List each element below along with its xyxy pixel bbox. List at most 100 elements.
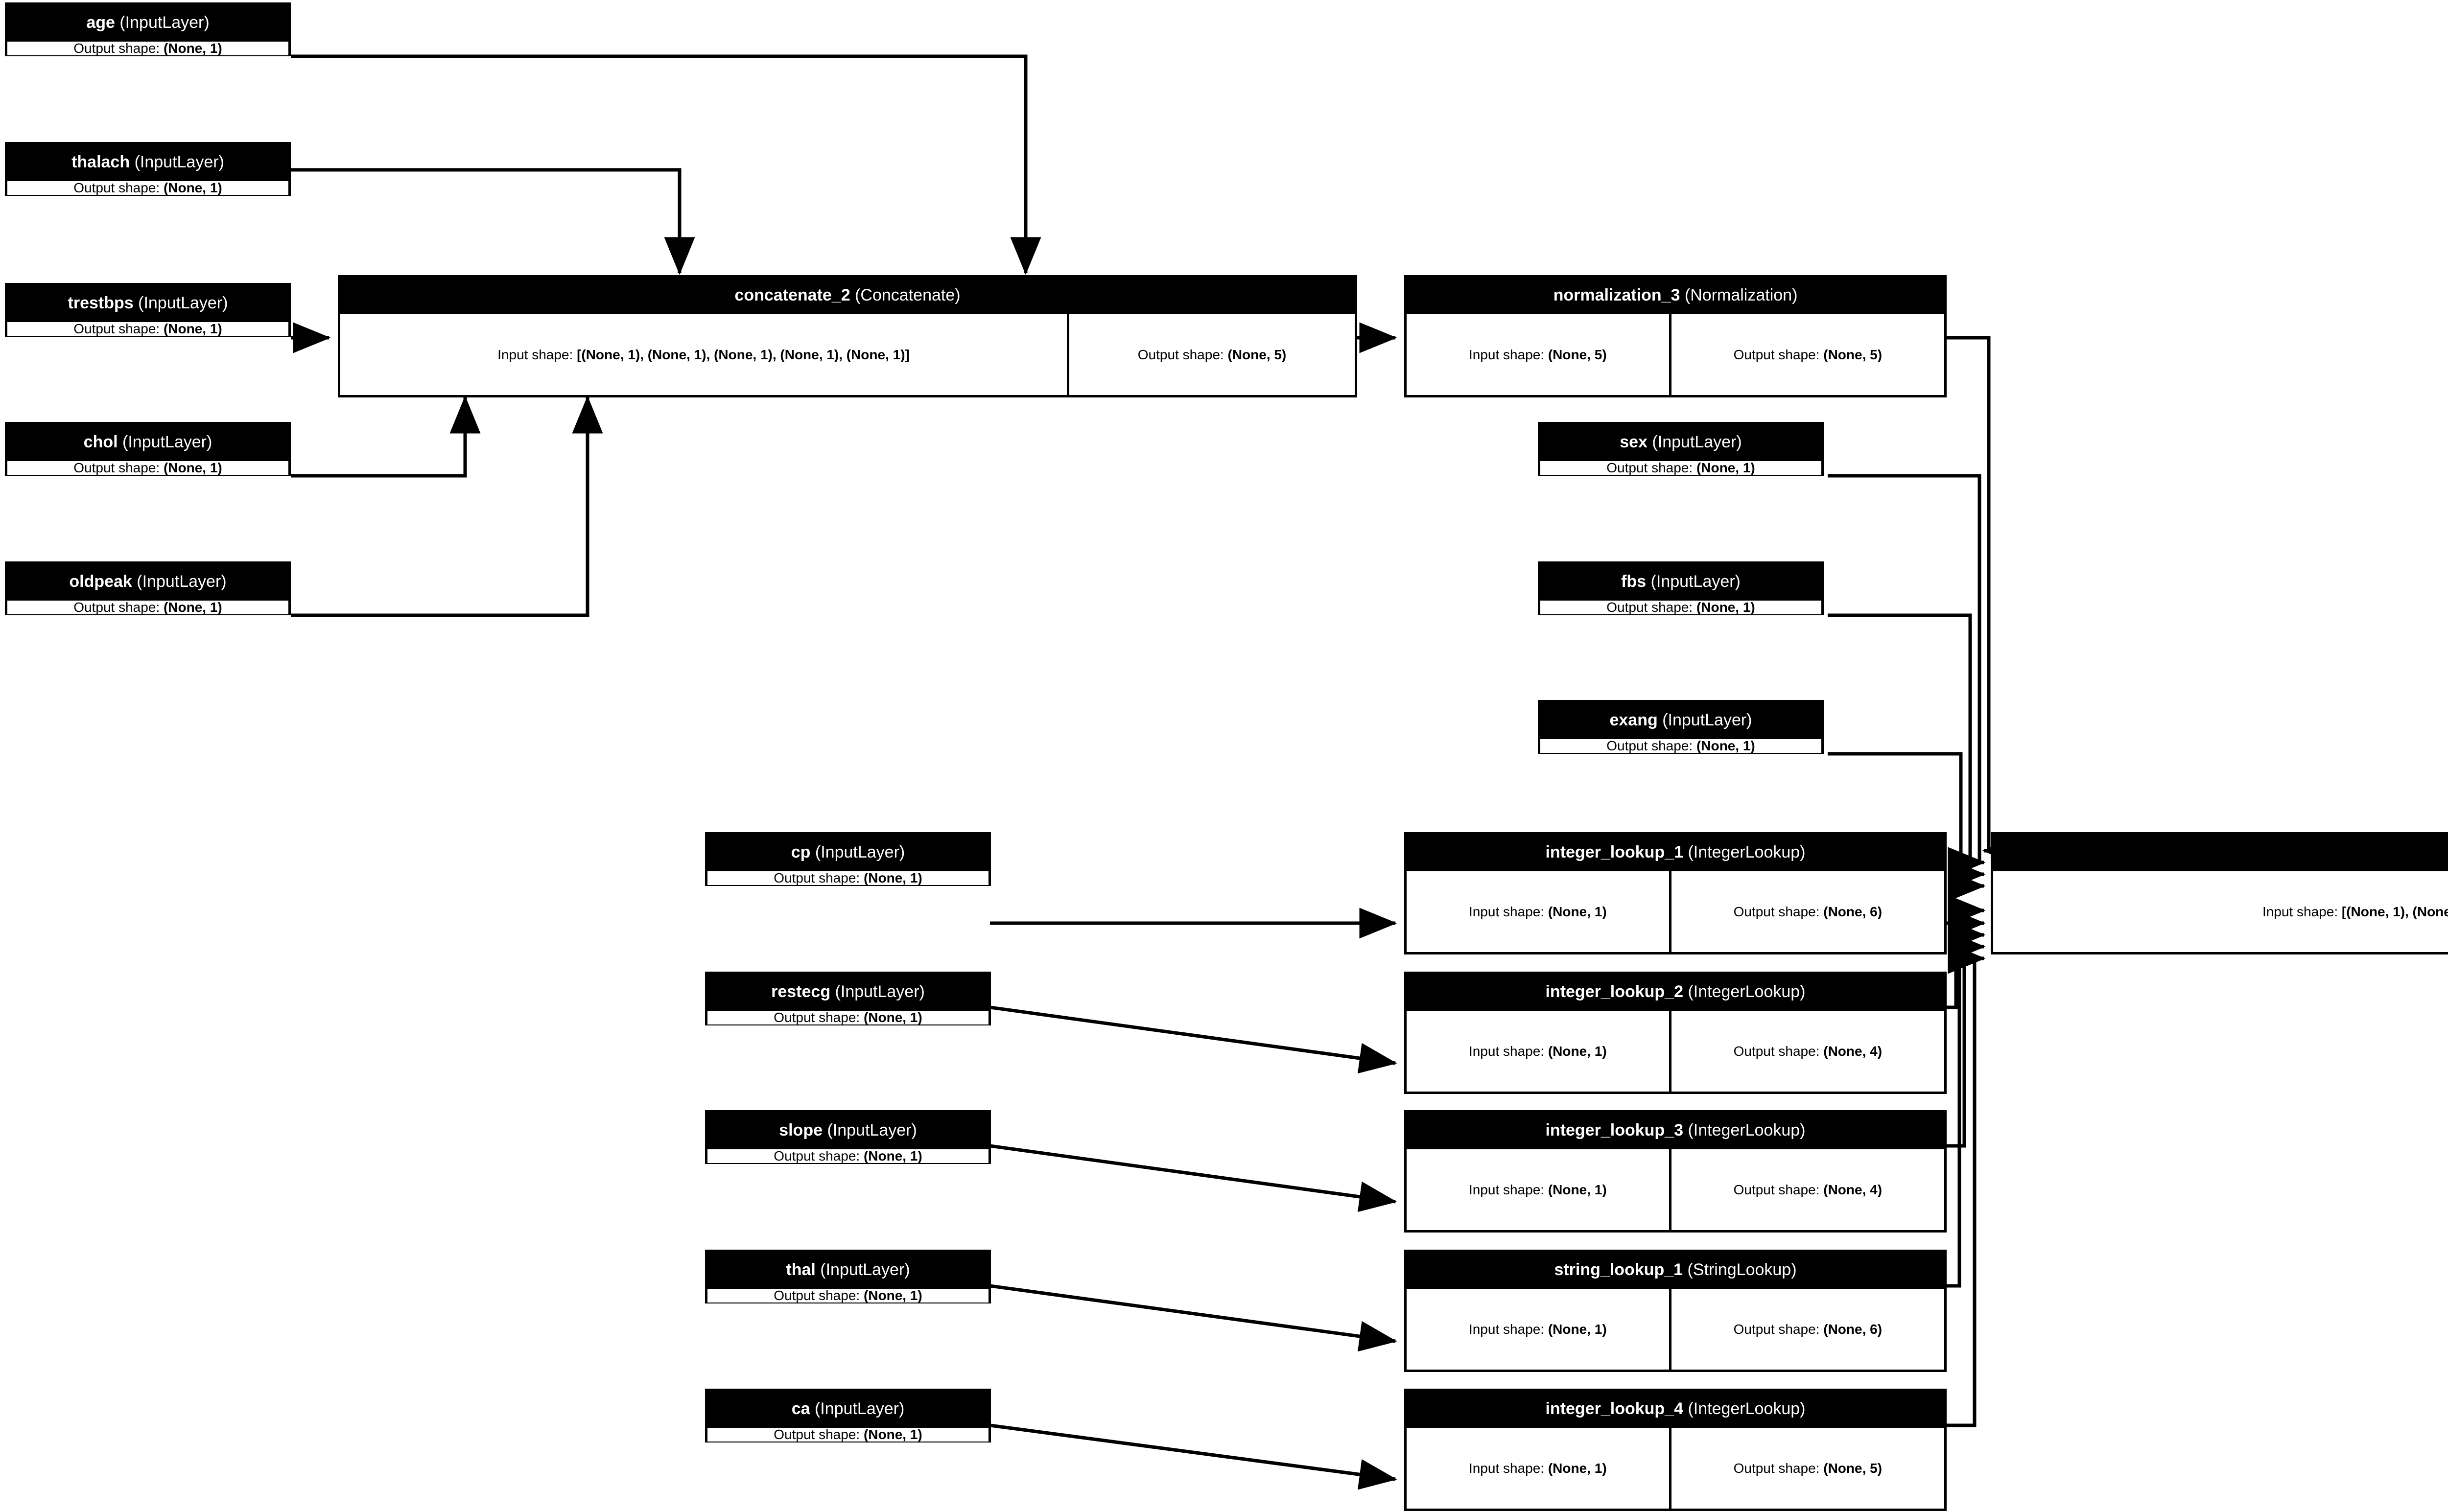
input-shape-label: Input shape:: [1468, 1321, 1545, 1337]
node-ca-shapes: Output shape: (None, 1): [707, 1428, 989, 1442]
node-integer-lookup-3-title: integer_lookup_3 (IntegerLookup): [1407, 1113, 1944, 1149]
node-age-shapes: Output shape: (None, 1): [7, 42, 288, 55]
output-shape-value: (None, 5): [1823, 1460, 1883, 1476]
output-shape-label: Output shape:: [1733, 1321, 1820, 1337]
node-trestbps[interactable]: trestbps (InputLayer) Output shape: (Non…: [5, 283, 291, 337]
node-normalization-3-class: (Normalization): [1684, 286, 1798, 304]
node-string-lookup-1[interactable]: string_lookup_1 (StringLookup) Input sha…: [1404, 1250, 1947, 1372]
node-trestbps-name: trestbps: [68, 294, 134, 312]
node-cp-output-shape: Output shape: (None, 1): [707, 871, 989, 885]
node-restecg-class: (InputLayer): [835, 982, 925, 1001]
output-shape-value: (None, 1): [163, 180, 222, 195]
node-thal-shapes: Output shape: (None, 1): [707, 1289, 989, 1303]
edge-stringlookup1-to-concatenate3: [1947, 931, 1986, 1288]
node-string-lookup-1-output-shape: Output shape: (None, 6): [1671, 1289, 1944, 1370]
node-concatenate-2-title: concatenate_2 (Concatenate): [340, 278, 1355, 314]
input-shape-label: Input shape:: [497, 347, 573, 362]
node-normalization-3[interactable]: normalization_3 (Normalization) Input sh…: [1404, 275, 1947, 397]
node-cp-name: cp: [791, 843, 811, 861]
output-shape-label: Output shape:: [774, 870, 860, 885]
output-shape-label: Output shape:: [1733, 1182, 1820, 1197]
edge-oldpeak-to-concatenate2: [291, 395, 603, 617]
node-chol-class: (InputLayer): [122, 433, 212, 451]
node-integer-lookup-2[interactable]: integer_lookup_2 (IntegerLookup) Input s…: [1404, 972, 1947, 1094]
node-thal-output-shape: Output shape: (None, 1): [707, 1289, 989, 1303]
input-shape-label: Input shape:: [1468, 1182, 1545, 1197]
node-exang-class: (InputLayer): [1662, 711, 1752, 729]
node-trestbps-shapes: Output shape: (None, 1): [7, 322, 288, 336]
node-string-lookup-1-input-shape: Input shape: (None, 1): [1407, 1289, 1669, 1370]
output-shape-label: Output shape:: [73, 600, 160, 615]
node-integer-lookup-1-class: (IntegerLookup): [1688, 843, 1806, 861]
node-concatenate-2[interactable]: concatenate_2 (Concatenate) Input shape:…: [338, 275, 1357, 397]
node-integer-lookup-1[interactable]: integer_lookup_1 (IntegerLookup) Input s…: [1404, 832, 1947, 954]
node-concatenate-3-input-shape: Input shape: [(None, 1), (None, 1), (Non…: [1993, 871, 2448, 952]
node-ca-output-shape: Output shape: (None, 1): [707, 1428, 989, 1442]
node-oldpeak-class: (InputLayer): [137, 572, 227, 591]
node-oldpeak-title: oldpeak (InputLayer): [7, 564, 288, 601]
node-integer-lookup-3-class: (IntegerLookup): [1688, 1121, 1806, 1140]
output-shape-label: Output shape:: [774, 1288, 860, 1303]
node-normalization-3-name: normalization_3: [1553, 286, 1680, 304]
node-integer-lookup-2-title: integer_lookup_2 (IntegerLookup): [1407, 974, 1944, 1011]
node-integer-lookup-1-name: integer_lookup_1: [1545, 843, 1683, 861]
output-shape-value: (None, 1): [163, 41, 222, 56]
node-exang-name: exang: [1609, 711, 1658, 729]
node-concatenate-3-title: concatenate_3 (Concatenate): [1993, 835, 2448, 871]
node-fbs[interactable]: fbs (InputLayer) Output shape: (None, 1): [1538, 561, 1824, 615]
node-concatenate-3[interactable]: concatenate_3 (Concatenate) Input shape:…: [1991, 832, 2448, 954]
output-shape-label: Output shape:: [1606, 460, 1693, 475]
node-thalach-shapes: Output shape: (None, 1): [7, 181, 288, 195]
node-exang[interactable]: exang (InputLayer) Output shape: (None, …: [1538, 700, 1824, 754]
node-integer-lookup-1-input-shape: Input shape: (None, 1): [1407, 871, 1669, 952]
node-ca[interactable]: ca (InputLayer) Output shape: (None, 1): [705, 1389, 991, 1442]
edge-thalach-to-concatenate2: [291, 168, 695, 275]
node-concatenate-3-shapes: Input shape: [(None, 1), (None, 1), (Non…: [1993, 871, 2448, 952]
node-thalach-output-shape: Output shape: (None, 1): [7, 181, 288, 195]
output-shape-value: (None, 5): [1227, 347, 1287, 362]
output-shape-label: Output shape:: [73, 321, 160, 336]
node-chol[interactable]: chol (InputLayer) Output shape: (None, 1…: [5, 422, 291, 476]
node-oldpeak[interactable]: oldpeak (InputLayer) Output shape: (None…: [5, 561, 291, 615]
input-shape-label: Input shape:: [1468, 904, 1545, 919]
node-sex[interactable]: sex (InputLayer) Output shape: (None, 1): [1538, 422, 1824, 476]
node-oldpeak-output-shape: Output shape: (None, 1): [7, 601, 288, 614]
node-integer-lookup-1-output-shape: Output shape: (None, 6): [1671, 871, 1944, 952]
edge-age-to-concatenate2: [291, 54, 1041, 275]
node-sex-output-shape: Output shape: (None, 1): [1540, 461, 1821, 475]
node-restecg-shapes: Output shape: (None, 1): [707, 1011, 989, 1024]
node-integer-lookup-4[interactable]: integer_lookup_4 (IntegerLookup) Input s…: [1404, 1389, 1947, 1511]
node-integer-lookup-3[interactable]: integer_lookup_3 (IntegerLookup) Input s…: [1404, 1110, 1947, 1233]
input-shape-value: (None, 1): [1548, 1182, 1607, 1197]
output-shape-value: (None, 1): [163, 321, 222, 336]
node-cp-shapes: Output shape: (None, 1): [707, 871, 989, 885]
node-normalization-3-output-shape: Output shape: (None, 5): [1671, 314, 1944, 395]
node-thalach[interactable]: thalach (InputLayer) Output shape: (None…: [5, 142, 291, 196]
node-sex-title: sex (InputLayer): [1540, 424, 1821, 461]
node-integer-lookup-2-class: (IntegerLookup): [1688, 982, 1806, 1001]
output-shape-label: Output shape:: [774, 1010, 860, 1025]
output-shape-label: Output shape:: [73, 460, 160, 475]
node-integer-lookup-2-output-shape: Output shape: (None, 4): [1671, 1011, 1944, 1092]
node-slope-class: (InputLayer): [827, 1121, 917, 1140]
edge-ca-to-integerlookup4: [989, 1423, 1397, 1490]
node-trestbps-title: trestbps (InputLayer): [7, 285, 288, 322]
node-restecg[interactable]: restecg (InputLayer) Output shape: (None…: [705, 972, 991, 1025]
node-thal[interactable]: thal (InputLayer) Output shape: (None, 1…: [705, 1250, 991, 1303]
output-shape-label: Output shape:: [1606, 600, 1693, 615]
node-restecg-title: restecg (InputLayer): [707, 974, 989, 1011]
input-shape-value: (None, 5): [1548, 347, 1607, 362]
node-age-title: age (InputLayer): [7, 5, 288, 42]
node-chol-shapes: Output shape: (None, 1): [7, 461, 288, 475]
node-cp[interactable]: cp (InputLayer) Output shape: (None, 1): [705, 832, 991, 886]
node-chol-name: chol: [83, 433, 118, 451]
input-shape-value: (None, 1): [1548, 1460, 1607, 1476]
node-sex-class: (InputLayer): [1652, 433, 1742, 451]
edge-normalization3-to-concatenate3: [1947, 336, 2020, 866]
node-age[interactable]: age (InputLayer) Output shape: (None, 1): [5, 2, 291, 56]
edge-thal-to-stringlookup1: [989, 1284, 1397, 1352]
node-slope[interactable]: slope (InputLayer) Output shape: (None, …: [705, 1110, 991, 1164]
node-restecg-name: restecg: [771, 982, 831, 1001]
node-sex-shapes: Output shape: (None, 1): [1540, 461, 1821, 475]
node-sex-name: sex: [1620, 433, 1648, 451]
